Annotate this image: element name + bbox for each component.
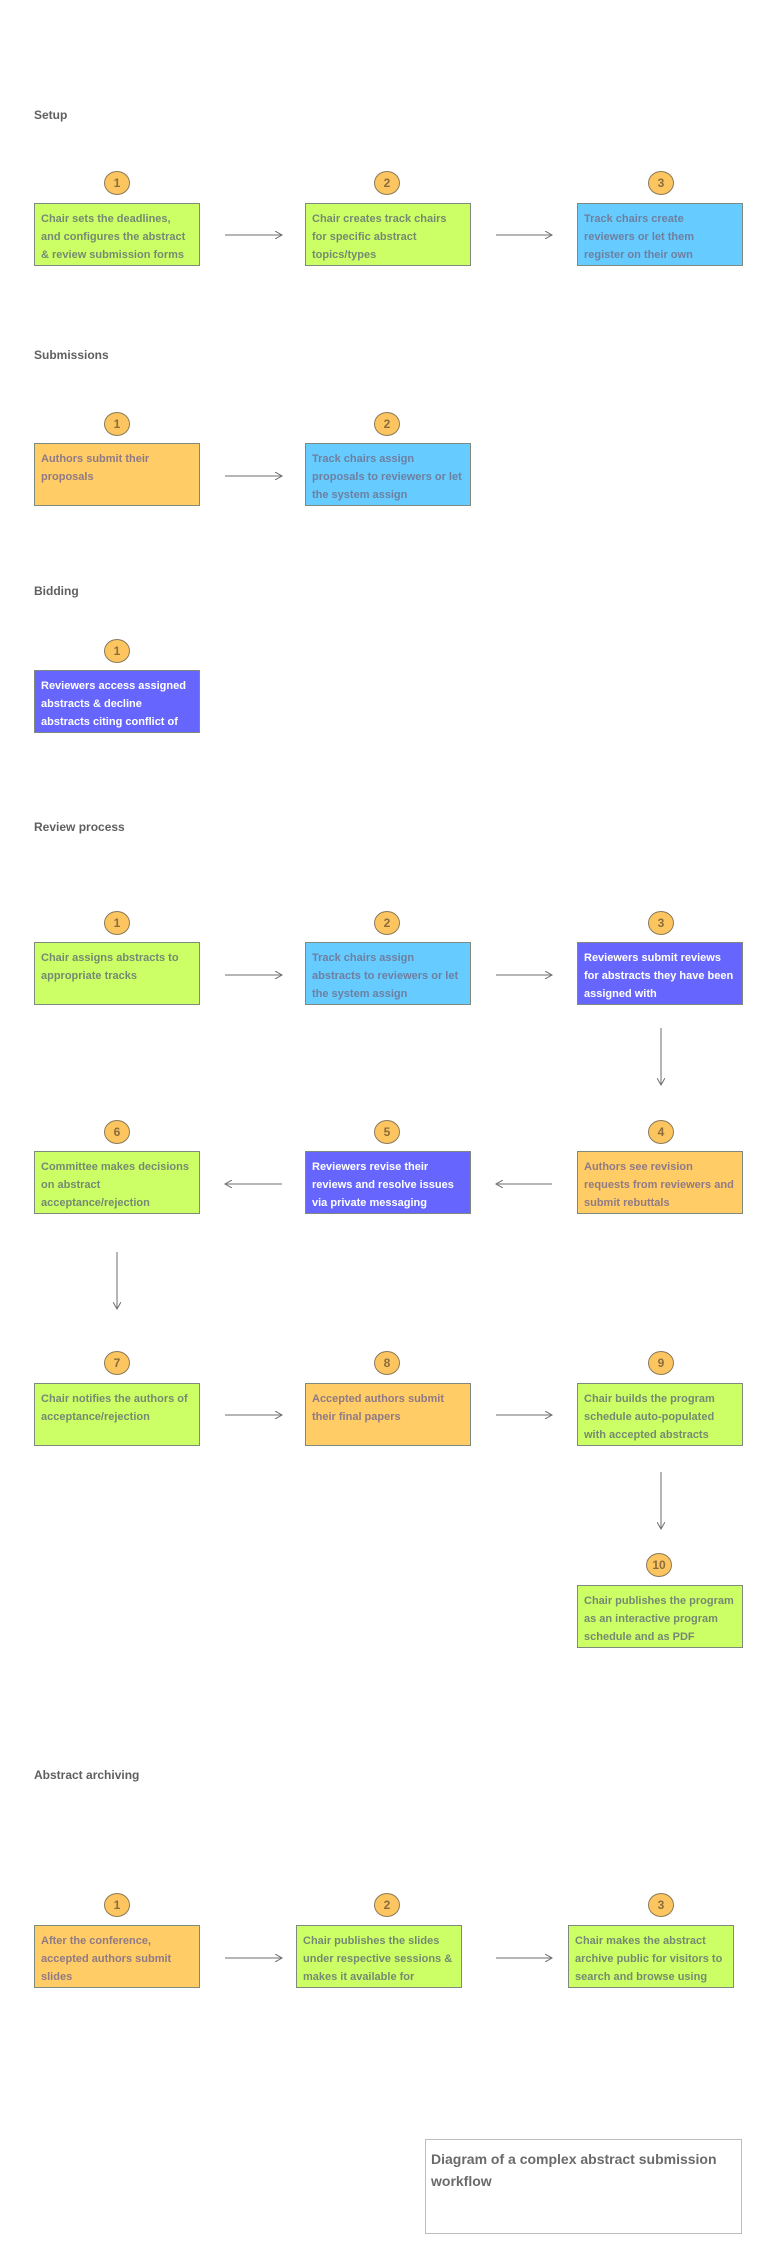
section-title-abstract-archiving: Abstract archiving [34, 1768, 140, 1782]
step-card: Authors submit their proposals [34, 443, 200, 506]
step-card: Chair publishes the program as an intera… [577, 1585, 743, 1648]
step-badge: 4 [648, 1120, 674, 1144]
step-badge: 3 [648, 1893, 674, 1917]
step-badge: 2 [374, 1893, 400, 1917]
step-badge: 7 [104, 1351, 130, 1375]
section-title-setup: Setup [34, 108, 68, 122]
step-card: Reviewers revise their reviews and resol… [305, 1151, 471, 1214]
step-card: Chair assigns abstracts to appropriate t… [34, 942, 200, 1005]
section-title-review-process: Review process [34, 820, 125, 834]
step-card: Authors see revision requests from revie… [577, 1151, 743, 1214]
step-badge: 3 [648, 171, 674, 195]
step-badge: 1 [104, 171, 130, 195]
step-badge: 5 [374, 1120, 400, 1144]
step-badge: 2 [374, 911, 400, 935]
section-title-submissions: Submissions [34, 348, 109, 362]
diagram-caption: Diagram of a complex abstract submission… [425, 2139, 742, 2234]
step-badge: 9 [648, 1351, 674, 1375]
step-badge: 1 [104, 1893, 130, 1917]
section-title-bidding: Bidding [34, 584, 79, 598]
step-card: Chair notifies the authors of acceptance… [34, 1383, 200, 1446]
step-card: Track chairs assign proposals to reviewe… [305, 443, 471, 506]
step-card: Chair sets the deadlines, and configures… [34, 203, 200, 266]
step-badge: 3 [648, 911, 674, 935]
step-badge: 2 [374, 171, 400, 195]
step-badge: 2 [374, 412, 400, 436]
step-card: Chair publishes the slides under respect… [296, 1925, 462, 1988]
step-badge: 8 [374, 1351, 400, 1375]
step-badge: 1 [104, 639, 130, 663]
step-card: Chair builds the program schedule auto-p… [577, 1383, 743, 1446]
step-badge: 1 [104, 911, 130, 935]
step-card: Chair makes the abstract archive public … [568, 1925, 734, 1988]
step-card: Track chairs create reviewers or let the… [577, 203, 743, 266]
step-card: Track chairs assign abstracts to reviewe… [305, 942, 471, 1005]
step-card: Committee makes decisions on abstract ac… [34, 1151, 200, 1214]
step-badge: 1 [104, 412, 130, 436]
step-card: After the conference, accepted authors s… [34, 1925, 200, 1988]
step-badge: 10 [646, 1553, 672, 1577]
step-card: Reviewers access assigned abstracts & de… [34, 670, 200, 733]
step-badge: 6 [104, 1120, 130, 1144]
step-card: Reviewers submit reviews for abstracts t… [577, 942, 743, 1005]
step-card: Chair creates track chairs for specific … [305, 203, 471, 266]
step-card: Accepted authors submit their final pape… [305, 1383, 471, 1446]
